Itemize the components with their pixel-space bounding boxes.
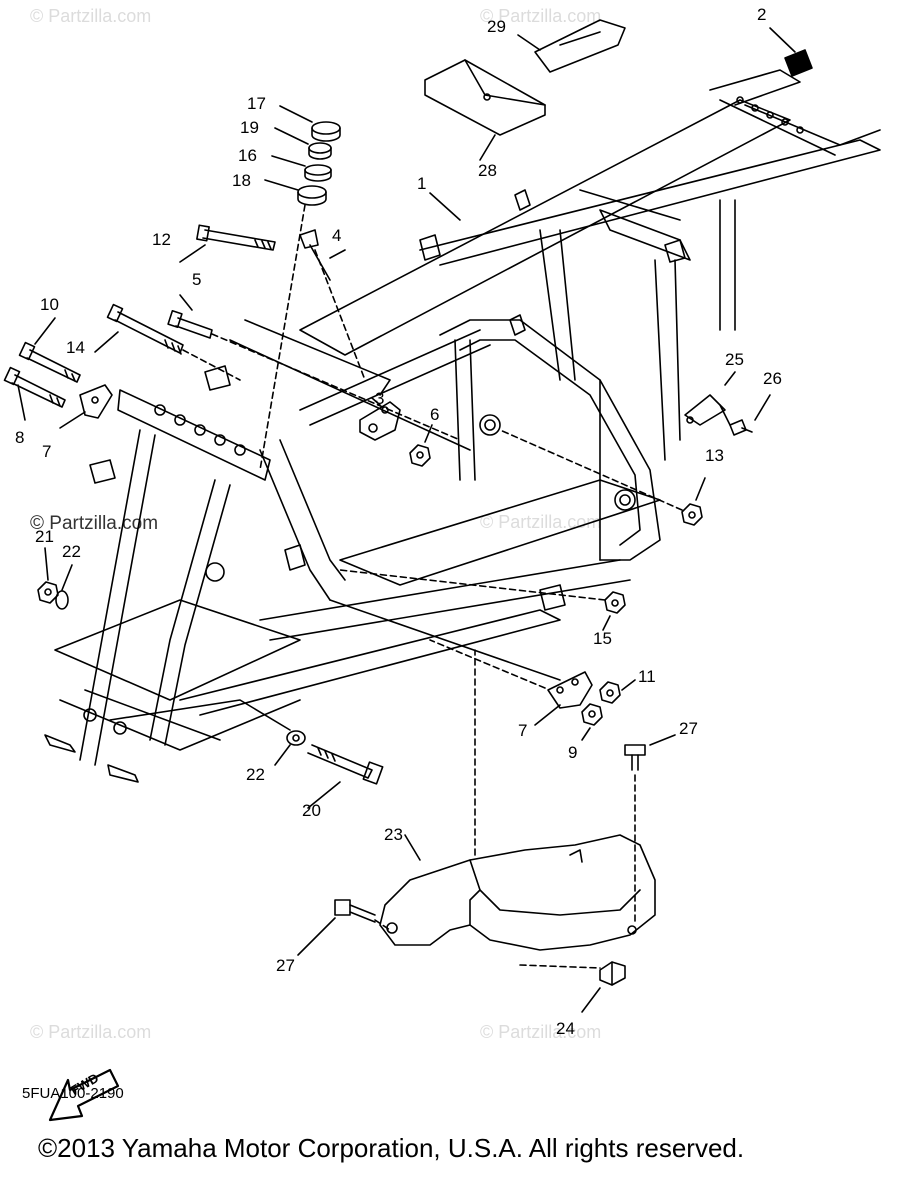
watermark: © Partzilla.com <box>480 512 602 532</box>
nut-11 <box>599 679 636 704</box>
callout-3: 3 <box>375 389 385 408</box>
callout-5: 5 <box>192 270 202 289</box>
nut-6 <box>409 424 433 467</box>
nut-21 <box>37 547 59 604</box>
bolt-26 <box>729 394 771 436</box>
bolt-14 <box>94 303 241 381</box>
watermark-dark: © Partzilla.com <box>30 513 159 534</box>
callout-7a: 7 <box>42 442 52 461</box>
callout-4: 4 <box>332 226 342 245</box>
callout-19: 19 <box>240 118 259 137</box>
main-frame <box>44 69 881 783</box>
fwd-arrow <box>48 1068 120 1122</box>
callout-21: 21 <box>35 527 54 546</box>
copyright-notice: ©2013 Yamaha Motor Corporation, U.S.A. A… <box>38 1133 745 1163</box>
bolt-20 <box>307 744 384 809</box>
callout-9: 9 <box>568 743 578 762</box>
nut-13 <box>499 429 706 526</box>
nut-9 <box>581 703 603 741</box>
callout-27b: 27 <box>276 956 295 975</box>
washer-stack <box>259 105 341 471</box>
callout-14: 14 <box>66 338 85 357</box>
bracket-25 <box>684 371 736 426</box>
callout-13: 13 <box>705 446 724 465</box>
washer-22-bottom <box>274 730 306 766</box>
watermark: © Partzilla.com <box>30 6 152 26</box>
callout-25: 25 <box>725 350 744 369</box>
callout-24: 24 <box>556 1019 575 1038</box>
callout-1: 1 <box>417 174 427 193</box>
watermark: © Partzilla.com <box>480 1022 602 1042</box>
callout-7b: 7 <box>518 721 528 740</box>
bracket-3 <box>359 397 401 441</box>
callout-23: 23 <box>384 825 403 844</box>
callout-12: 12 <box>152 230 171 249</box>
callout-18: 18 <box>232 171 251 190</box>
callout-27a: 27 <box>679 719 698 738</box>
guard-23 <box>379 649 656 969</box>
diagram-code: 5FUA100-2190 <box>22 1085 124 1102</box>
callout-16: 16 <box>238 146 257 165</box>
callout-2: 2 <box>757 5 767 24</box>
bolt-12 <box>179 224 276 263</box>
callout-8: 8 <box>15 428 25 447</box>
callout-17: 17 <box>247 94 266 113</box>
bolt-4 <box>299 229 366 381</box>
callout-10: 10 <box>40 295 59 314</box>
callout-15: 15 <box>593 629 612 648</box>
callout-22b: 22 <box>246 765 265 784</box>
leader-lines <box>429 192 461 221</box>
callout-28: 28 <box>478 161 497 180</box>
bolt-27-bottom <box>297 899 391 956</box>
pouch-part-28 <box>424 59 546 161</box>
plate-7-bottom <box>429 639 593 726</box>
callout-26: 26 <box>763 369 782 388</box>
callout-6: 6 <box>430 405 440 424</box>
bolt-27-top <box>624 734 676 926</box>
callout-20: 20 <box>302 801 321 820</box>
nut-15 <box>339 569 626 631</box>
bolt-5 <box>167 294 461 441</box>
callout-11: 11 <box>638 667 656 686</box>
bolt-10 <box>18 317 81 383</box>
watermark: © Partzilla.com <box>30 1022 152 1042</box>
cap-part-2 <box>769 27 813 77</box>
plate-7-top <box>59 384 113 429</box>
bolt-8 <box>3 366 66 421</box>
callout-22a: 22 <box>62 542 81 561</box>
holder-part-29 <box>517 19 626 73</box>
clamp-24 <box>581 961 626 1013</box>
callout-29: 29 <box>487 17 506 36</box>
washer-22-top <box>55 564 73 610</box>
watermark: © Partzilla.com <box>480 6 602 26</box>
